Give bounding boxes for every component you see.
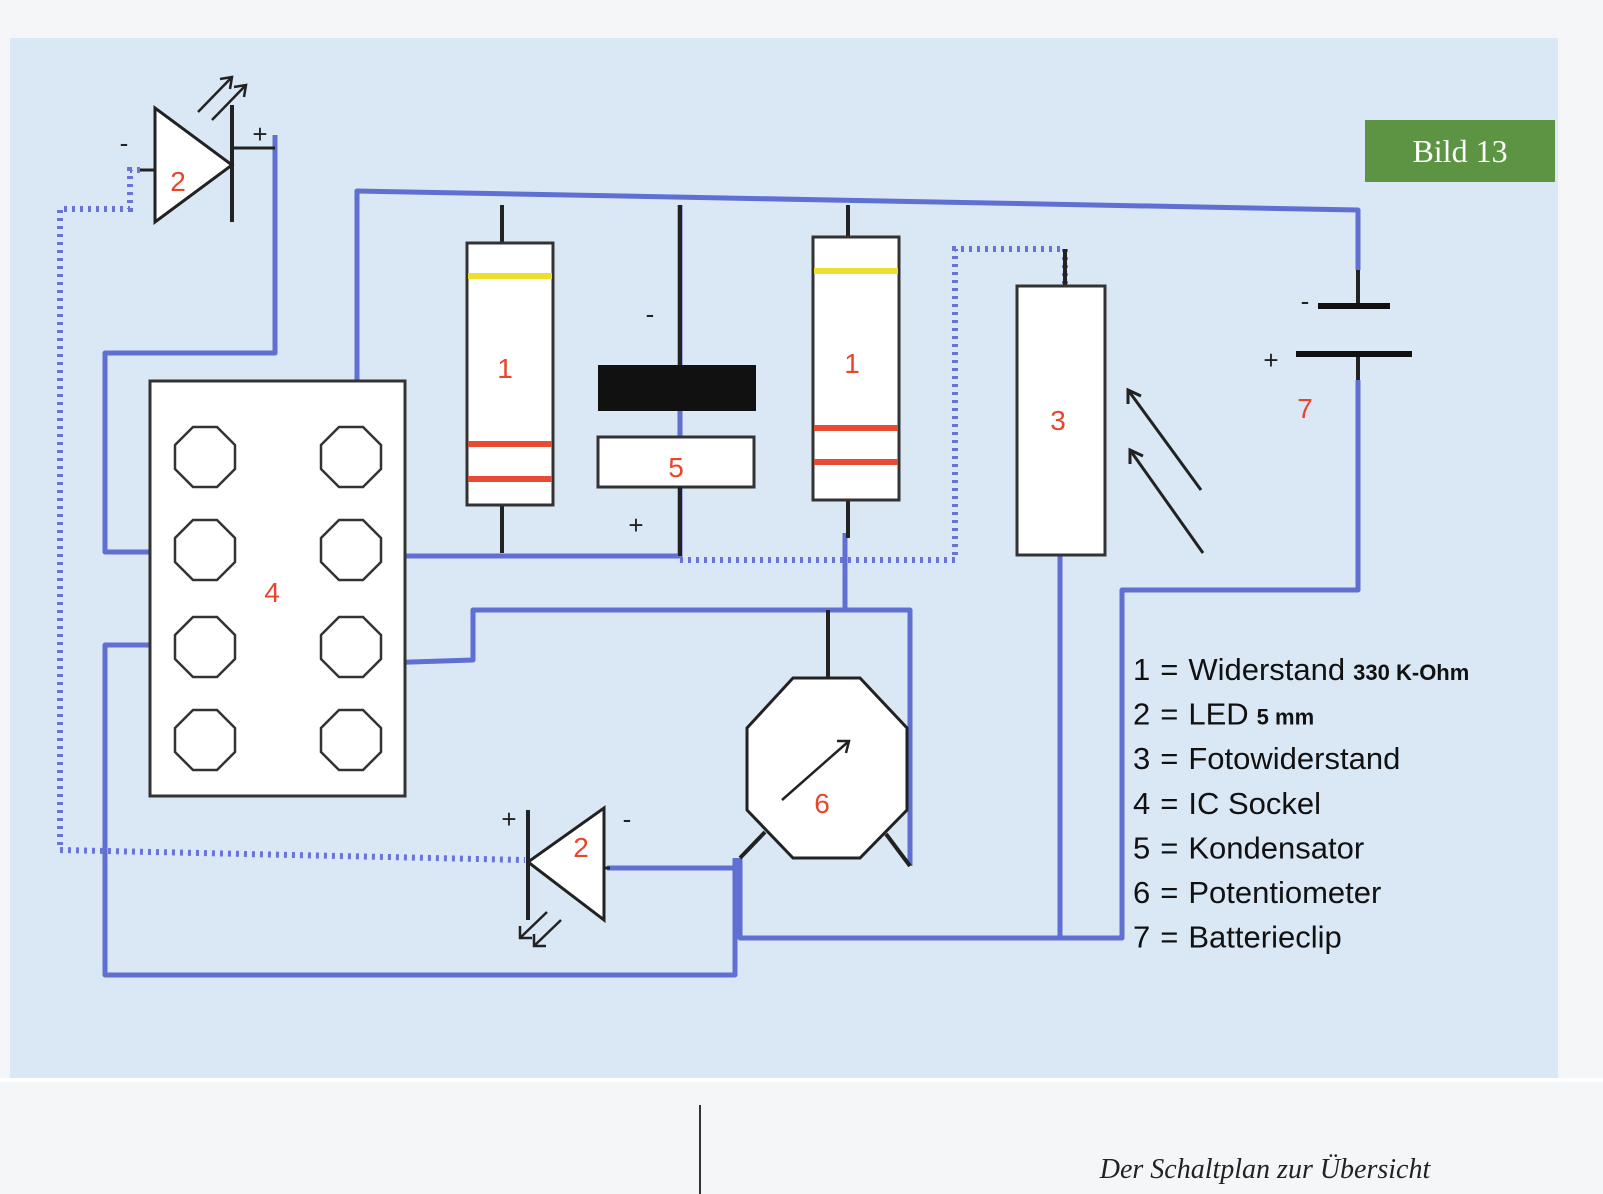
battery-minus: - xyxy=(1301,286,1310,316)
ic-pin xyxy=(319,425,383,489)
figure-badge-label: Bild 13 xyxy=(1412,133,1507,169)
legend-name: Widerstand xyxy=(1188,652,1345,687)
battery-clip xyxy=(1296,270,1412,380)
legend-equals: = xyxy=(1160,875,1178,910)
legend-detail: 5 mm xyxy=(1257,705,1314,730)
ic-pin xyxy=(173,518,237,582)
legend-number: 4 xyxy=(1133,786,1150,821)
dotted-wires xyxy=(57,167,1068,863)
led-bottom xyxy=(518,805,610,948)
battery-plus: + xyxy=(1263,345,1278,375)
resistor-left xyxy=(465,205,555,553)
capacitor-plus: + xyxy=(628,510,643,540)
legend-row: 7 = Batterieclip xyxy=(1133,920,1342,955)
resistor-band-red xyxy=(468,441,552,447)
resistor-left-number: 1 xyxy=(497,353,513,384)
wire-pot-right xyxy=(845,607,913,866)
legend-name: Fotowiderstand xyxy=(1188,741,1400,776)
photoresistor-number: 3 xyxy=(1050,405,1066,436)
potentiometer-number: 6 xyxy=(814,788,830,819)
legend-row: 6 = Potentiometer xyxy=(1133,875,1381,910)
potentiometer xyxy=(738,610,912,868)
resistor-right-number: 1 xyxy=(844,348,860,379)
legend-row: 3 = Fotowiderstand xyxy=(1133,741,1400,776)
wire-capacitor-to-photoresistor-dotted xyxy=(680,246,1068,563)
resistor-band-yellow xyxy=(814,268,898,274)
legend-equals: = xyxy=(1160,920,1178,955)
wire-ground-loop xyxy=(102,642,738,978)
ic-pin xyxy=(173,425,237,489)
ic-pin xyxy=(319,615,383,679)
ic-pin xyxy=(173,708,237,772)
legend-name: Kondensator xyxy=(1188,830,1364,865)
wire-ic-to-led-top xyxy=(102,135,278,555)
led-top-plus: + xyxy=(252,119,267,149)
legend-number: 1 xyxy=(1133,652,1150,687)
ic-pin xyxy=(173,615,237,679)
legend-equals: = xyxy=(1160,830,1178,865)
capacitor-minus: - xyxy=(646,299,655,329)
capacitor xyxy=(596,205,756,556)
resistor-band-red xyxy=(814,425,898,431)
figure-caption: Der Schaltplan zur Übersicht xyxy=(1099,1154,1432,1185)
component-legend: 1 = Widerstand 330 K-Ohm 2 = LED 5 mm 3 = Fotowide… xyxy=(1133,652,1469,955)
legend-equals: = xyxy=(1160,786,1178,821)
legend-row: 2 = LED 5 mm xyxy=(1133,697,1314,732)
legend-number: 3 xyxy=(1133,741,1150,776)
legend-row: 1 = Widerstand 330 K-Ohm xyxy=(1133,652,1469,687)
legend-name: Batterieclip xyxy=(1188,920,1341,955)
resistor-band-yellow xyxy=(468,273,552,279)
wire-battery-plus xyxy=(737,380,1361,941)
resistor-right xyxy=(811,205,901,538)
wire-led-top-minus-dotted xyxy=(57,167,526,863)
wire-pot-wiper-to-ic xyxy=(379,533,848,666)
legend-number: 5 xyxy=(1133,830,1150,865)
legend-row: 4 = IC Sockel xyxy=(1133,786,1321,821)
ic-pin xyxy=(319,518,383,582)
led-top xyxy=(140,75,275,225)
legend-detail: 330 K-Ohm xyxy=(1353,660,1469,685)
led-bottom-number: 2 xyxy=(573,832,589,863)
led-bottom-minus: - xyxy=(623,804,632,834)
legend-equals: = xyxy=(1160,741,1178,776)
resistor-band-red xyxy=(814,459,898,465)
led-top-minus: - xyxy=(120,128,129,158)
ic-pins xyxy=(173,425,383,772)
legend-row: 5 = Kondensator xyxy=(1133,830,1364,865)
led-bottom-plus: + xyxy=(501,804,516,834)
ic-pin xyxy=(319,708,383,772)
legend-name: LED xyxy=(1188,697,1248,732)
legend-number: 7 xyxy=(1133,920,1150,955)
photoresistor xyxy=(1015,249,1205,557)
capacitor-number: 5 xyxy=(668,452,684,483)
led-top-number: 2 xyxy=(170,166,186,197)
resistor-band-red xyxy=(468,476,552,482)
ic-socket-number: 4 xyxy=(264,577,280,608)
battery-number: 7 xyxy=(1297,393,1313,424)
legend-name: Potentiometer xyxy=(1188,875,1381,910)
legend-number: 6 xyxy=(1133,875,1150,910)
figure-badge xyxy=(1365,120,1555,182)
legend-equals: = xyxy=(1160,652,1178,687)
legend-equals: = xyxy=(1160,697,1178,732)
wire-top-rail xyxy=(354,188,1361,427)
legend-number: 2 xyxy=(1133,697,1150,732)
legend-name: IC Sockel xyxy=(1188,786,1321,821)
